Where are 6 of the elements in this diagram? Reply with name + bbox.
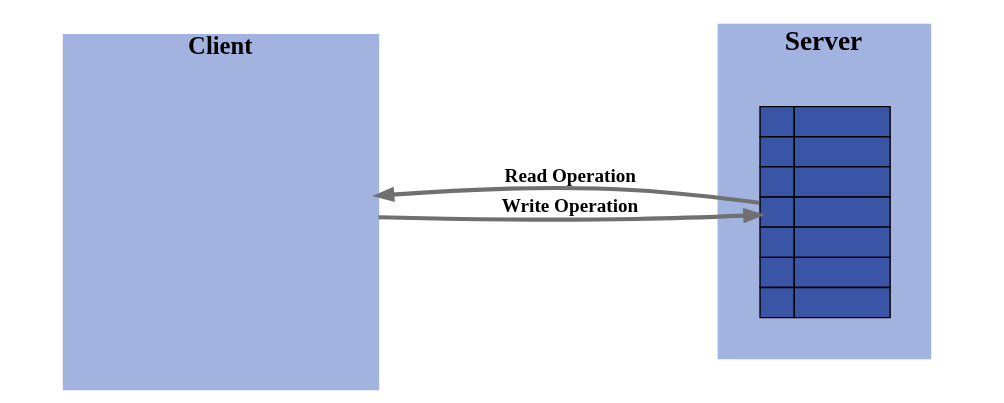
node-box: Client: [62, 34, 379, 391]
edge-label: Read Operation: [504, 165, 636, 187]
arrow: [378, 208, 765, 224]
arrow: [371, 185, 759, 205]
cluster: Server: [717, 23, 931, 360]
edge-label: Write Operation: [501, 195, 638, 217]
